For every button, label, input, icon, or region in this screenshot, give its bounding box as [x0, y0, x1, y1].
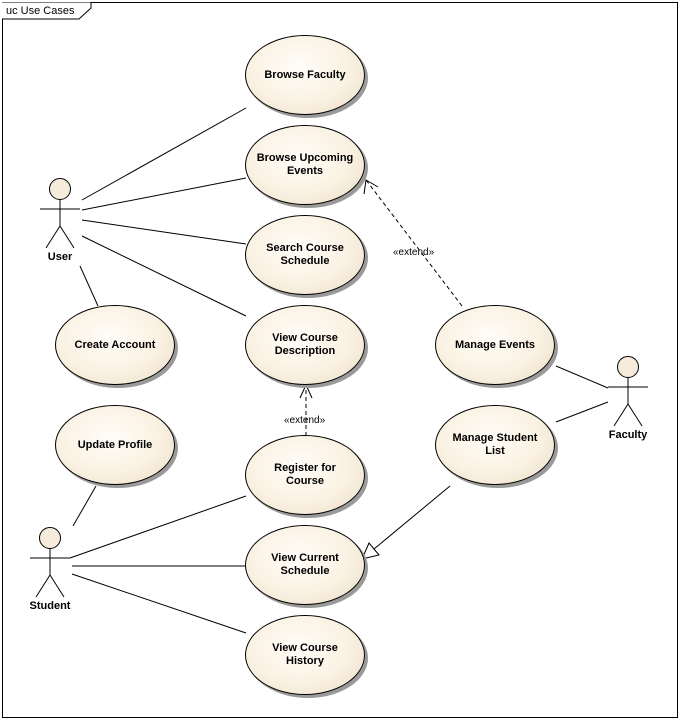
association-user-create-account — [79, 265, 99, 307]
extend-arrowhead-course — [299, 383, 313, 399]
usecase-view-current-schedule[interactable]: View Current Schedule — [245, 525, 365, 605]
usecase-update-profile[interactable]: Update Profile — [55, 405, 175, 485]
association-student-course-history — [71, 573, 247, 634]
extend-line-events — [365, 179, 463, 307]
extend-label-events: «extend» — [393, 247, 435, 258]
association-student-register — [69, 495, 247, 559]
stick-figure-icon — [30, 527, 70, 598]
usecase-search-course-schedule[interactable]: Search Course Schedule — [245, 215, 365, 295]
usecase-register-for-course[interactable]: Register for Course — [245, 435, 365, 515]
usecase-view-course-description[interactable]: View Course Description — [245, 305, 365, 385]
stick-figure-icon — [40, 178, 80, 249]
usecase-create-account[interactable]: Create Account — [55, 305, 175, 385]
actor-student-label: Student — [29, 600, 71, 612]
generalization-line — [373, 485, 451, 550]
actor-user[interactable]: User — [30, 178, 90, 264]
actor-faculty-label: Faculty — [608, 429, 648, 441]
usecase-manage-student-list[interactable]: Manage Student List — [435, 405, 555, 485]
actor-faculty[interactable]: Faculty — [598, 356, 658, 442]
association-user-browse-events — [81, 177, 247, 211]
association-faculty-manage-students — [555, 401, 609, 423]
generalization-arrowhead — [361, 542, 380, 560]
usecase-view-course-history[interactable]: View Course History — [245, 615, 365, 695]
stick-figure-icon — [608, 356, 648, 427]
usecase-browse-upcoming-events[interactable]: Browse Upcoming Events — [245, 125, 365, 205]
extend-label-course: «extend» — [284, 415, 326, 426]
association-user-browse-faculty — [81, 107, 247, 201]
association-faculty-manage-events — [555, 365, 609, 389]
usecase-browse-faculty[interactable]: Browse Faculty — [245, 35, 365, 115]
frame-label: uc Use Cases — [6, 5, 75, 17]
usecase-manage-events[interactable]: Manage Events — [435, 305, 555, 385]
association-student-update-profile — [72, 485, 97, 527]
association-user-view-description — [81, 235, 247, 317]
frame-tab — [2, 2, 92, 20]
actor-user-label: User — [47, 251, 73, 263]
actor-student[interactable]: Student — [20, 527, 80, 613]
extend-arrowhead-events — [363, 179, 379, 195]
association-user-search-schedule — [81, 219, 247, 245]
